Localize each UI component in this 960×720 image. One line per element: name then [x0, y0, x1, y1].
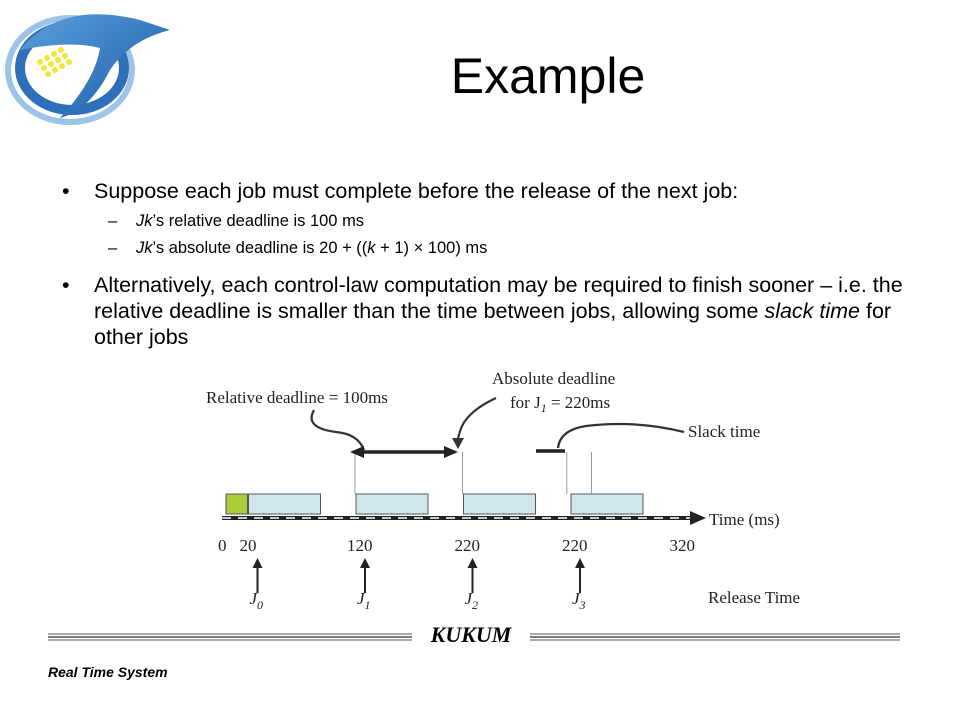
job-variable: Jk [136, 239, 153, 257]
sub-bullet-text: + 1) × 100) ms [375, 239, 488, 257]
release-arrowhead [360, 558, 370, 568]
release-time-label: Release Time [708, 588, 800, 607]
logo-icon [5, 14, 170, 125]
bullet-text: for other jobs [94, 299, 892, 349]
bullet-emphasis: slack time [764, 299, 861, 323]
job-label: J2 [465, 589, 479, 612]
index-variable: k [367, 239, 376, 257]
sub-bullet-item: – Jk’s absolute deadline is 20 + ((k + 1… [62, 238, 922, 258]
axis-label: Time (ms) [709, 510, 780, 529]
absolute-callout-line [456, 397, 497, 441]
job-execution-block [570, 493, 644, 515]
time-axis-arrowhead [690, 511, 706, 525]
absolute-callout-arrowhead [452, 438, 464, 449]
slack-callout-line [556, 422, 685, 449]
relative-deadline-label: Relative deadline = 100ms [206, 388, 388, 407]
bullet-item: • Alternatively, each control-law comput… [62, 272, 922, 350]
sub-bullet-item: – Jk’s relative deadline is 100 ms [62, 211, 922, 231]
initial-block [225, 493, 248, 515]
job-execution-block [355, 493, 429, 515]
tick-label: 0 [218, 536, 227, 555]
tick-label: 20 [240, 536, 257, 555]
sub-bullet-text: ’s absolute deadline is 20 + (( [152, 239, 368, 257]
job-execution-block [463, 493, 536, 515]
job-label: J1 [357, 589, 371, 612]
absolute-deadline-sublabel: for J1 = 220ms [510, 393, 610, 415]
slide-title: Example [450, 48, 646, 104]
bullet-dot: • [62, 273, 70, 297]
job-label: J0 [250, 589, 264, 612]
job-execution-block [248, 493, 321, 515]
bullet-item: • Suppose each job must complete before … [62, 178, 922, 204]
relative-callout-line [310, 409, 366, 451]
bullet-list: • Suppose each job must complete before … [62, 178, 922, 350]
sub-bullet-dash: – [108, 212, 118, 230]
course-footer: Real Time System [48, 664, 168, 680]
release-arrowhead [467, 558, 478, 568]
bullet-dot: • [62, 179, 70, 203]
tick-label: 120 [347, 536, 373, 555]
tick-label: 220 [455, 536, 481, 555]
tick-label: 320 [670, 536, 696, 555]
bullet-text: Alternatively, each control-law computat… [94, 273, 903, 323]
bullet-text: Suppose each job must complete before th… [94, 179, 739, 203]
slack-time-label: Slack time [688, 422, 760, 441]
release-arrowhead [252, 558, 263, 568]
brand-label: KUKUM [412, 622, 530, 648]
job-variable: Jk [136, 212, 153, 230]
sub-bullet-dash: – [108, 239, 118, 257]
relative-span-arrowhead-right [444, 446, 458, 458]
absolute-deadline-label: Absolute deadline [492, 369, 615, 388]
release-arrowhead [575, 558, 585, 568]
sub-bullet-text: ’s relative deadline is 100 ms [152, 212, 365, 230]
relative-span-arrowhead-left [350, 446, 364, 458]
job-label: J3 [572, 589, 586, 612]
tick-label: 220 [562, 536, 588, 555]
